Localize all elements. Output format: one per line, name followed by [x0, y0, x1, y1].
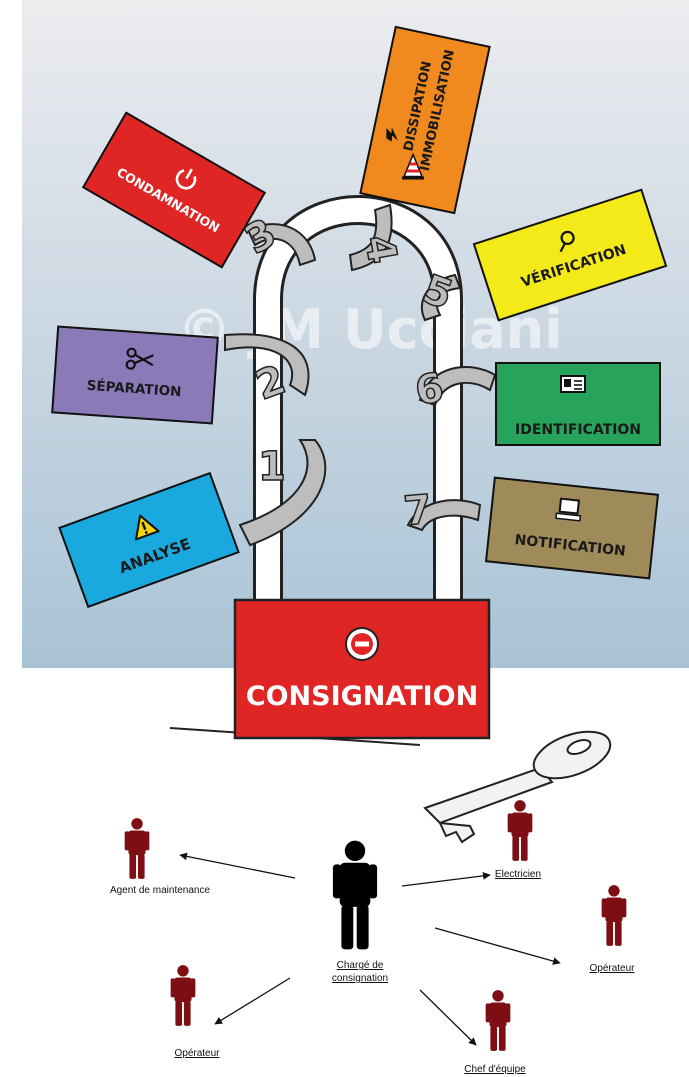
tag-notification: NOTIFICATION [484, 476, 660, 580]
person-chef-equipe: Chef d'équipe [464, 990, 526, 1075]
tag-analyse-bg [58, 471, 240, 609]
shackle-hooks [224, 203, 497, 547]
tag-dissipation: DISSIPATION IMMOBILISATION [359, 25, 491, 215]
hook-3 [246, 223, 317, 267]
bolt-icon [386, 127, 399, 142]
padlock-body: CONSIGNATION [169, 598, 491, 746]
tag-condamnation-bg [81, 111, 267, 269]
hook-5 [420, 273, 462, 322]
arrow-to-agent-maintenance [179, 852, 296, 879]
hook-2 [224, 333, 310, 397]
padlock-label: CONSIGNATION [246, 681, 478, 712]
computer-icon [555, 497, 582, 522]
arrow-to-operateur-right [434, 927, 561, 965]
role-arrows [179, 852, 561, 1046]
hook-6 [418, 366, 497, 407]
tag-separation-label: SÉPARATION [86, 377, 182, 401]
cone-icon [402, 152, 425, 180]
magnifier-icon [559, 230, 575, 253]
step-number-6: 6 [412, 365, 447, 415]
role-label-operateur-right: Opérateur [589, 963, 635, 974]
arrow-to-operateur-left [214, 977, 291, 1025]
tag-identification-bg [495, 362, 661, 446]
role-label-electricien: Electricien [495, 869, 541, 880]
role-label-operateur-left: Opérateur [174, 1048, 220, 1059]
padlock-body-bg [233, 598, 491, 740]
tag-separation: SÉPARATION [51, 325, 219, 425]
scissors-icon [125, 347, 154, 370]
person-operateur-right: Opérateur [589, 885, 635, 974]
tag-identification: IDENTIFICATION [495, 362, 661, 446]
person-electricien: Electricien [495, 800, 541, 880]
hook-7 [406, 499, 482, 532]
tag-notification-bg [484, 476, 660, 580]
padlock-shackle [253, 195, 463, 600]
minus-circle-icon [345, 627, 379, 661]
person-charge-consignation: Chargé de consignation [332, 840, 388, 984]
person-operateur-left: Opérateur [170, 965, 220, 1059]
hook-4 [348, 203, 393, 272]
tag-dissipation-bg [359, 25, 491, 215]
role-label-chef-equipe: Chef d'équipe [464, 1064, 526, 1075]
role-label-agent-maintenance: Agent de maintenance [110, 885, 211, 896]
tag-verification: VÉRIFICATION [472, 188, 668, 322]
key-icon [423, 730, 612, 844]
arrow-to-chef-equipe [419, 989, 477, 1046]
role-label-center-line2: consignation [332, 973, 388, 984]
arrow-to-electricien [401, 872, 491, 887]
role-label-center-line1: Chargé de [337, 960, 384, 971]
power-icon [175, 168, 197, 190]
warning-icon [135, 514, 160, 541]
tag-analyse: ANALYSE [58, 471, 240, 609]
id-card-icon [560, 375, 586, 393]
hook-1 [238, 439, 327, 547]
roles-diagram: Chargé de consignation Agent de maintena… [110, 800, 635, 1075]
person-agent-maintenance: Agent de maintenance [110, 818, 211, 896]
tag-identification-label: IDENTIFICATION [515, 422, 641, 438]
tag-separation-bg [51, 325, 219, 425]
step-number-1: 1 [258, 444, 286, 490]
tag-verification-bg [472, 188, 668, 322]
step-number-7: 7 [402, 487, 434, 535]
